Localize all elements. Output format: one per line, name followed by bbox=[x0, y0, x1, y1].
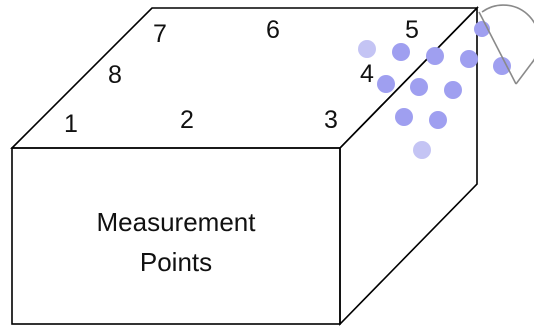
spray-dot bbox=[460, 50, 478, 68]
point-label-2: 2 bbox=[180, 106, 194, 134]
spray-dot bbox=[410, 78, 428, 96]
spray-dots bbox=[358, 21, 511, 159]
front-face-title: Measurement Points bbox=[97, 207, 257, 277]
point-label-5: 5 bbox=[405, 16, 419, 44]
point-label-8: 8 bbox=[108, 61, 122, 89]
spray-dot bbox=[429, 111, 447, 129]
spray-dot bbox=[493, 57, 511, 75]
measurement-point-labels: 1 2 3 4 5 6 7 8 bbox=[64, 16, 419, 138]
point-label-6: 6 bbox=[266, 16, 280, 44]
point-label-1: 1 bbox=[64, 110, 78, 138]
spray-dot bbox=[426, 47, 444, 65]
sensor-icon bbox=[478, 4, 534, 85]
spray-dot bbox=[444, 81, 462, 99]
point-label-3: 3 bbox=[324, 106, 338, 134]
spray-dot bbox=[377, 75, 395, 93]
point-label-7: 7 bbox=[153, 20, 167, 48]
spray-dot bbox=[395, 108, 413, 126]
title-line-1: Measurement bbox=[97, 207, 257, 237]
point-label-4: 4 bbox=[360, 60, 374, 88]
spray-dot bbox=[392, 43, 410, 61]
spray-dot bbox=[413, 141, 431, 159]
title-line-2: Points bbox=[140, 247, 212, 277]
spray-dot bbox=[358, 40, 376, 58]
